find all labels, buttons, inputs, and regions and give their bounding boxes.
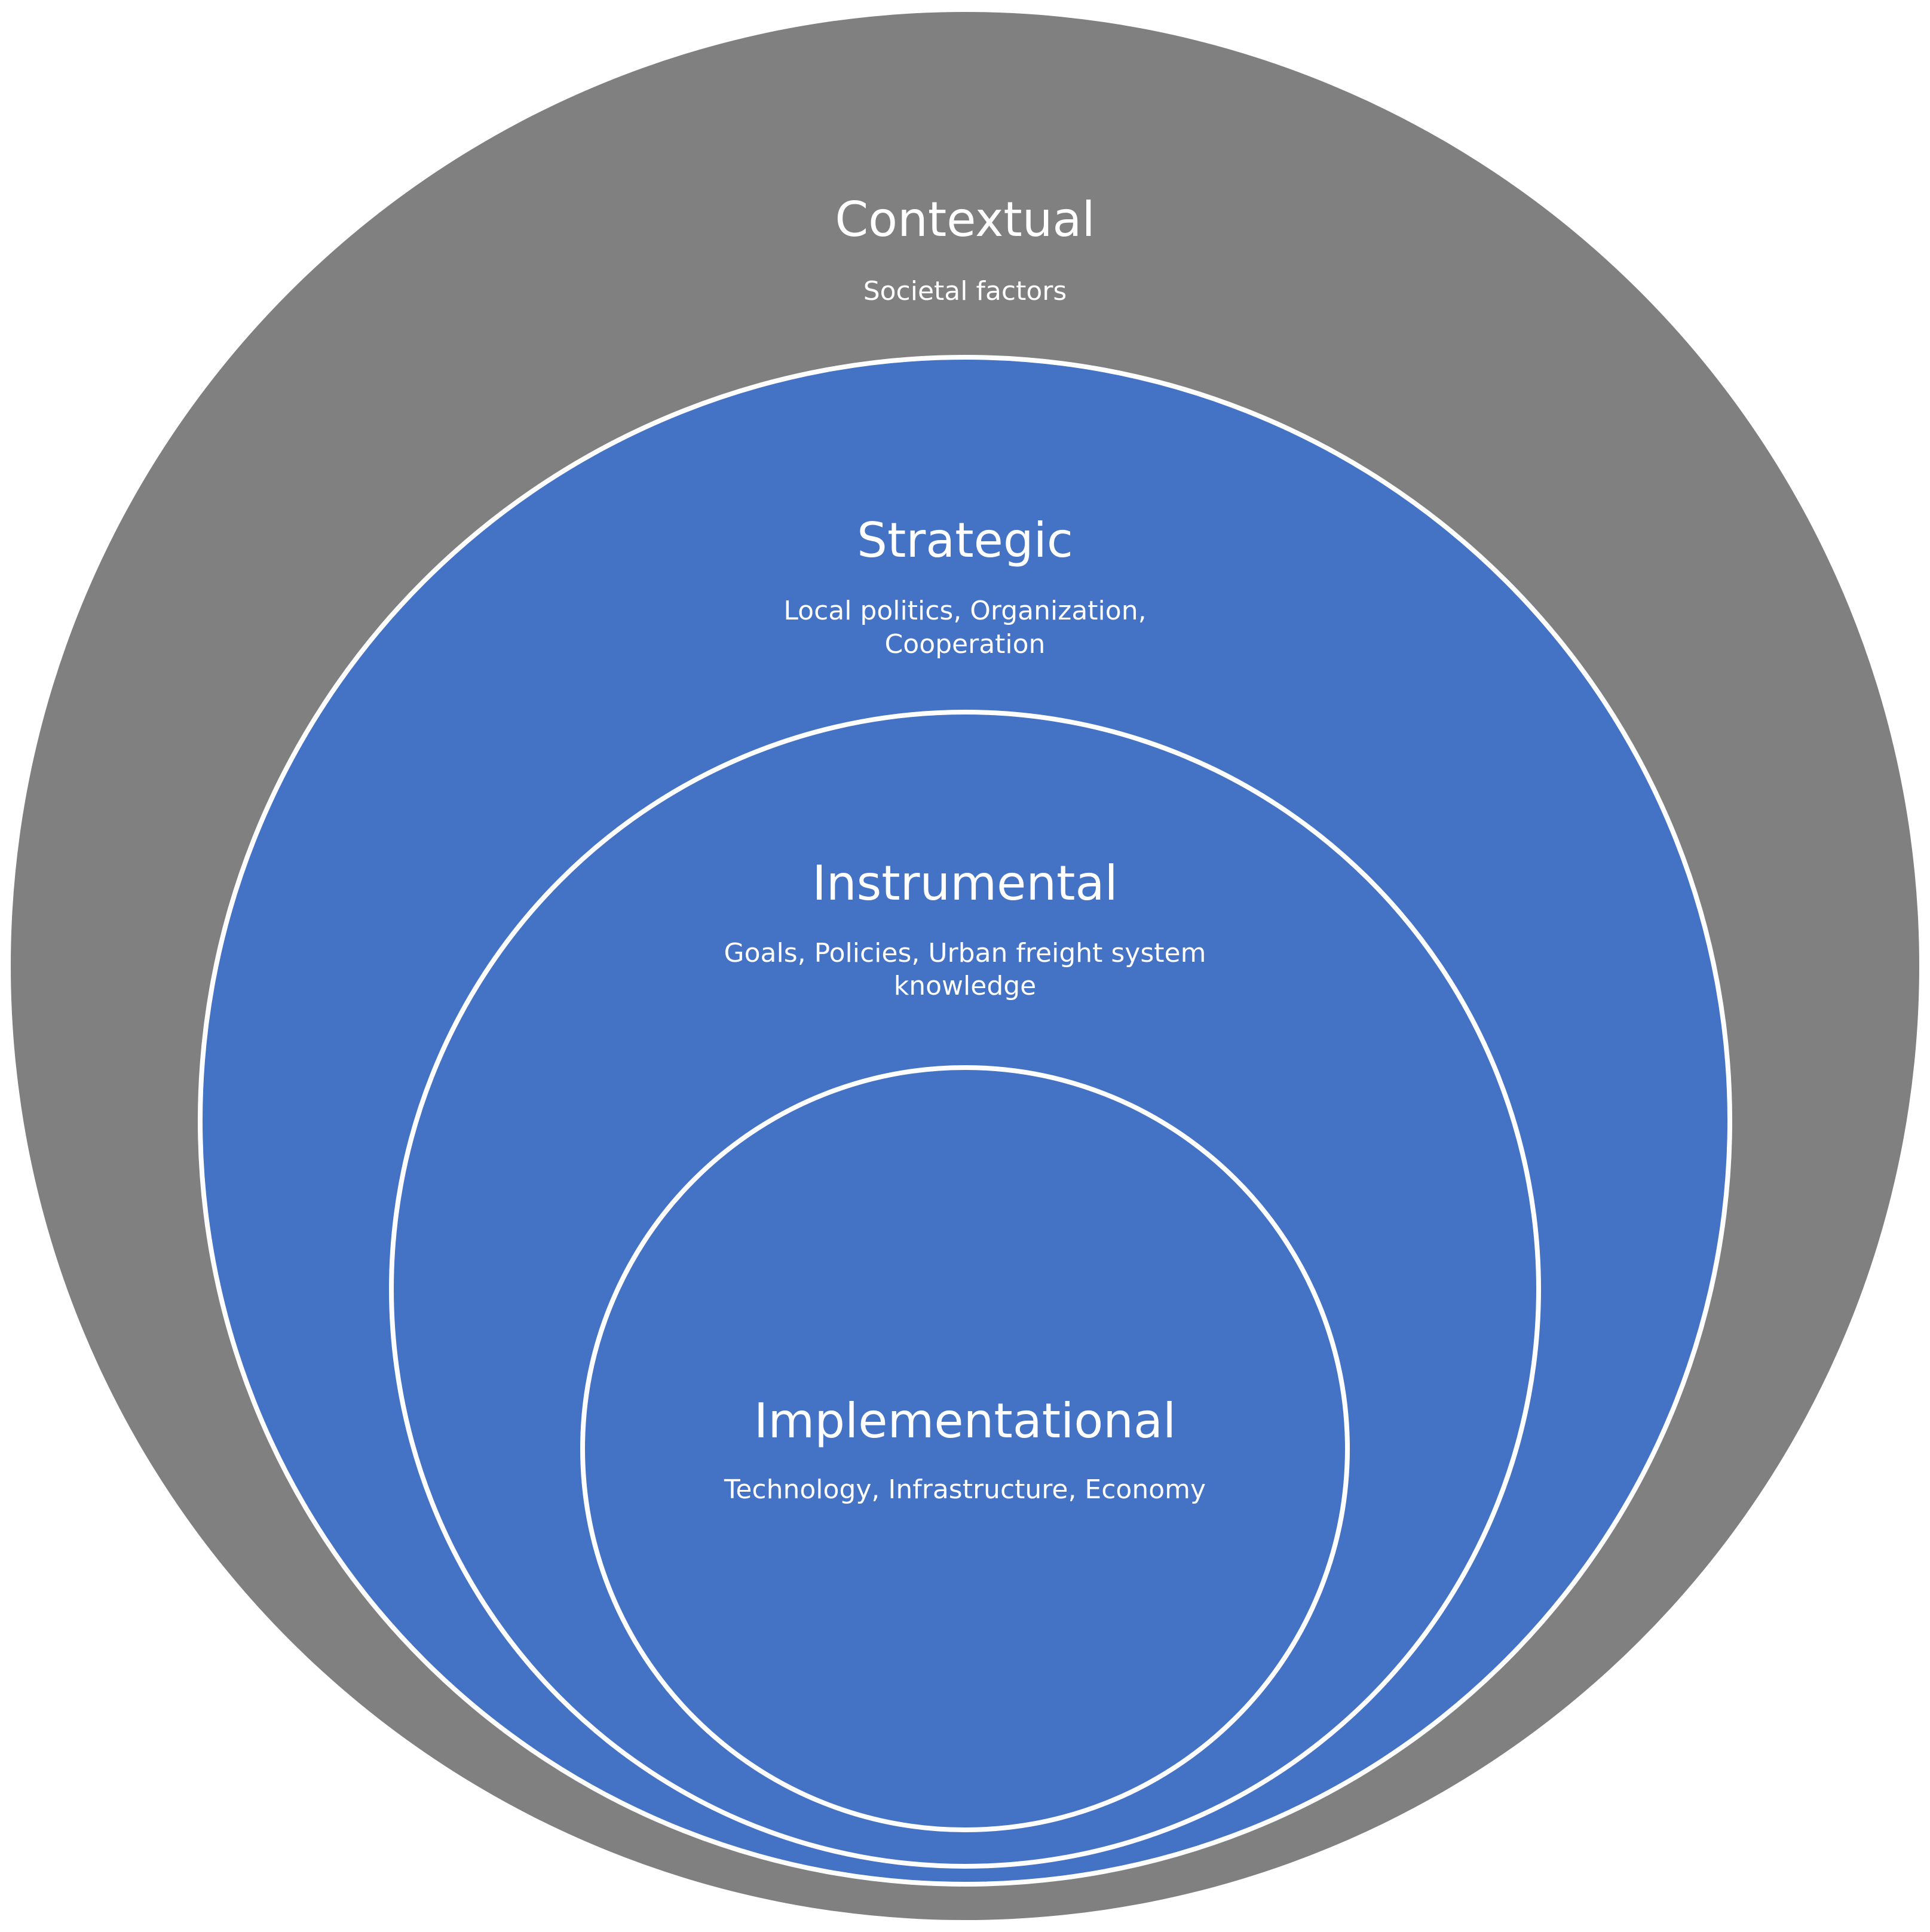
instrumental-subtitle-line-2: knowledge xyxy=(894,971,1037,1001)
implementational-ellipse xyxy=(580,1065,1350,1832)
instrumental-subtitle-line-1: Goals, Policies, Urban freight system xyxy=(724,938,1206,968)
contextual-subtitle-line-1: Societal factors xyxy=(863,276,1067,306)
strategic-subtitle-line-1: Local politics, Organization, xyxy=(783,596,1146,626)
layer-implementational: Implementational Technology, Infrastruct… xyxy=(580,1065,1350,1832)
strategic-title: Strategic xyxy=(857,513,1073,568)
implementational-subtitle-line-1: Technology, Infrastructure, Economy xyxy=(724,1474,1206,1505)
contextual-title: Contextual xyxy=(835,192,1095,247)
strategic-subtitle-line-2: Cooperation xyxy=(885,629,1046,660)
implementational-title: Implementational xyxy=(754,1393,1176,1449)
instrumental-title: Instrumental xyxy=(812,855,1117,911)
